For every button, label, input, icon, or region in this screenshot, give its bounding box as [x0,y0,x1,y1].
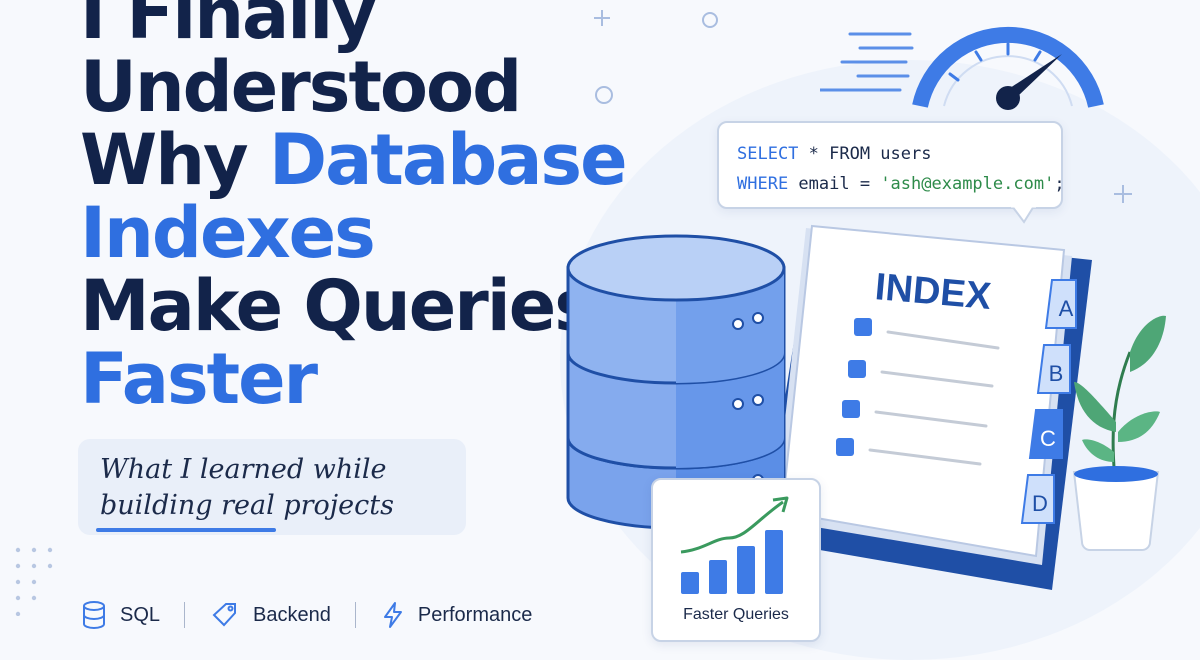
title-database: Database [269,119,628,201]
index-heading: INDEX [873,266,993,318]
subtitle: What I learned while building real proje… [100,454,394,521]
index-tab-b: B [1049,361,1064,386]
subtitle-underline [96,528,276,532]
title-line-4: Indexes [80,192,376,274]
title-line-5: Make Queries [80,265,596,347]
index-tab-a: A [1059,296,1074,321]
sql-semicolon: ; [1054,174,1065,194]
tag-divider [354,602,356,628]
sql-email-string: 'ash@example.com' [880,174,1055,194]
tag-backend-label: Backend [253,603,331,626]
sql-where-keyword: WHERE [737,174,789,194]
tag-sql: SQL [82,601,184,629]
circle-decoration [595,86,613,104]
potted-plant-illustration [1072,315,1166,551]
tag-divider [184,602,186,628]
tag-performance-label: Performance [417,603,533,626]
tag-backend: Backend [211,601,355,629]
sql-query-bubble: SELECT * FROM users WHERE email = 'ash@e… [717,121,1065,209]
database-icon [83,601,105,629]
page-title: I Finally Understood Why Database Indexe… [80,0,628,420]
tag-performance: Performance [382,601,557,629]
speedometer-icon [820,26,1104,110]
tag-row: SQL Backend Performance [82,600,556,630]
title-line-3: Why Database [80,124,628,197]
title-why: Why [80,119,270,201]
lightning-icon [383,602,402,628]
title-line-1: I Finally [80,0,377,55]
title-line-2: Understood [80,46,522,128]
bubble-tail [1010,206,1036,224]
bar-chart-icon [680,496,789,594]
index-tab-c: C [1040,426,1056,451]
plus-decoration [594,10,610,26]
subtitle-card [78,439,466,535]
plus-decoration [1114,185,1132,203]
tag-sql-label: SQL [120,603,161,626]
sql-select-keyword: SELECT [737,144,799,164]
tag-icon [212,603,237,627]
sql-line1-rest: * FROM users [798,144,932,164]
dot-grid-decoration [15,547,53,616]
title-line-6: Faster [80,338,318,420]
faster-queries-card: Faster Queries [651,478,821,642]
index-book-illustration: A B C D INDEX [762,224,1092,590]
index-tab-d: D [1032,491,1048,516]
circle-decoration [702,12,718,28]
sql-line2-rest: email = [788,174,881,194]
faster-queries-label: Faster Queries [683,606,789,623]
